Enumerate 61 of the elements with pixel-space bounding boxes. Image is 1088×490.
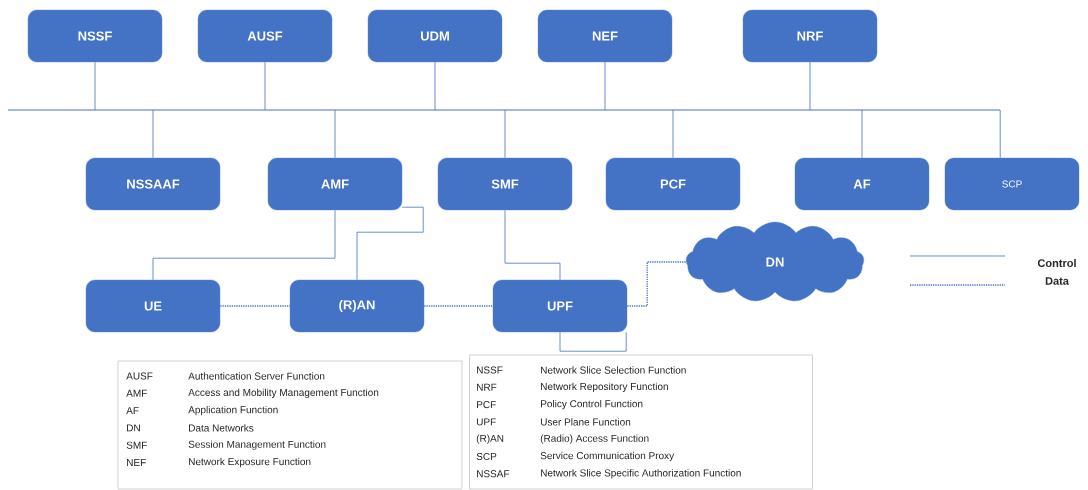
connector-line [672, 109, 674, 159]
glossary-definition: Access and Mobility Management Function [188, 388, 379, 398]
glossary-definition: Session Management Function [188, 440, 326, 450]
connector-line [999, 109, 1001, 159]
connector-line [559, 331, 627, 352]
connector-line [809, 61, 811, 111]
connector-line [152, 209, 336, 281]
glossary-term: DN [127, 424, 140, 432]
function-box: UDM [367, 9, 503, 63]
glossary-definition: Service Communication Proxy [540, 451, 675, 462]
glossary-definition: Network Slice Selection Function [541, 366, 686, 374]
glossary-term: AMF [126, 389, 147, 397]
glossary-term: NRF [477, 383, 497, 391]
function-box: SMF [437, 157, 573, 211]
connector-line [94, 61, 96, 111]
connector-line [152, 109, 154, 159]
connector-line [423, 305, 494, 307]
glossary-term: AF [126, 407, 139, 415]
glossary-term: UPF [476, 418, 496, 426]
legend-label: Control [1037, 258, 1076, 268]
glossary-term: PCF [477, 401, 496, 409]
glossary-definition: Network Slice Specific Authorization Function [541, 469, 741, 479]
glossary-definition: (Radio) Access Function [540, 434, 649, 444]
connector-line [604, 61, 606, 111]
function-box: AF [794, 157, 930, 211]
glossary-definition: Network Repository Function [541, 382, 668, 392]
function-box: NSSF [27, 9, 163, 63]
function-box: UPF [492, 279, 628, 333]
glossary-definition: Policy Control Function [541, 399, 643, 410]
connector-line [504, 209, 561, 281]
connector-line [861, 109, 863, 159]
glossary-term: SMF [126, 441, 147, 449]
connector-line [434, 61, 436, 111]
glossary-term: SCP [476, 452, 497, 461]
glossary-term: AUSF [126, 372, 153, 380]
glossary-term: (R)AN [476, 434, 504, 444]
legend-label: Data [1045, 277, 1069, 285]
function-box: (R)AN [289, 279, 425, 333]
glossary-term: NSSF [477, 366, 503, 374]
function-box: NSSAAF [85, 157, 221, 211]
connector-line [334, 109, 336, 159]
function-box: UE [85, 279, 221, 333]
function-box: NRF [742, 9, 878, 63]
glossary-term: NSSAF [477, 470, 510, 478]
connector-line [626, 261, 687, 307]
connector-line [219, 305, 291, 307]
bus-line [8, 109, 1000, 111]
glossary-term: NEF [127, 459, 146, 466]
glossary-definition: Application Function [188, 405, 278, 416]
function-box: NEF [537, 9, 673, 63]
glossary-definition: Network Exposure Function [189, 457, 311, 468]
function-box: PCF [605, 157, 741, 211]
glossary-definition: Data Networks [189, 424, 254, 432]
connector-line [264, 61, 266, 111]
glossary-definition: Authentication Server Function [188, 372, 325, 380]
function-box: SCP [944, 157, 1080, 211]
function-box: AUSF [197, 9, 333, 63]
glossary-definition: User Plane Function [540, 418, 631, 426]
connector-line [356, 206, 424, 281]
connector-line [504, 109, 506, 159]
function-box: AMF [267, 157, 403, 211]
